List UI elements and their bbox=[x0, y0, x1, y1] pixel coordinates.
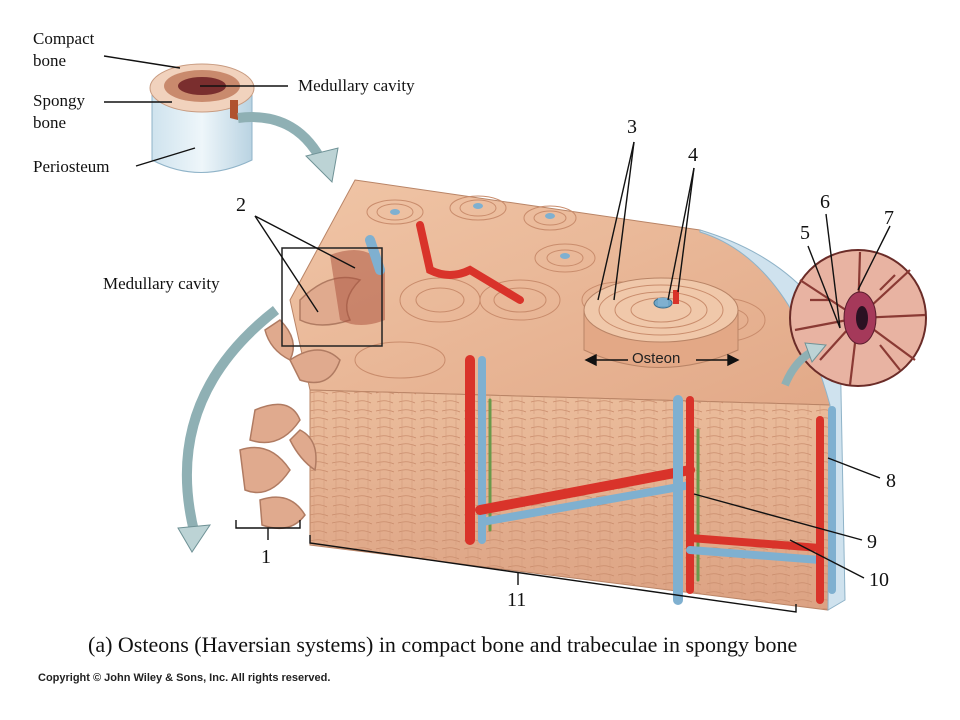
number-6: 6 bbox=[820, 191, 830, 213]
number-7: 7 bbox=[884, 207, 894, 229]
leader-lines bbox=[103, 55, 891, 613]
zoom-arrow-right-head bbox=[804, 342, 827, 363]
zoom-arrow-left-head bbox=[177, 524, 211, 553]
figure-caption: (a) Osteons (Haversian systems) in compa… bbox=[88, 632, 798, 657]
zoom-arrow-top-head bbox=[305, 147, 339, 184]
number-10: 10 bbox=[869, 569, 889, 591]
number-3: 3 bbox=[627, 116, 637, 138]
number-11: 11 bbox=[507, 589, 527, 611]
label-medullary-cavity-top: Medullary cavity bbox=[298, 76, 415, 95]
number-4: 4 bbox=[688, 144, 698, 166]
osteon-arrow bbox=[584, 353, 740, 367]
copyright-notice: Copyright © John Wiley & Sons, Inc. All … bbox=[38, 672, 331, 684]
osteon-top bbox=[583, 277, 739, 343]
label-compact-bone: Compact bone bbox=[33, 29, 95, 70]
blood-vessels bbox=[365, 221, 836, 605]
bone-block bbox=[239, 179, 846, 611]
number-1: 1 bbox=[261, 546, 271, 568]
number-9: 9 bbox=[867, 531, 877, 553]
zoom-arrow-left bbox=[181, 306, 280, 537]
spongy-bone-inset-box bbox=[281, 247, 383, 347]
number-5: 5 bbox=[800, 222, 810, 244]
number-8: 8 bbox=[886, 470, 896, 492]
label-periosteum: Periosteum bbox=[33, 157, 110, 176]
label-osteon: Osteon bbox=[632, 350, 681, 367]
osteocyte-inset bbox=[789, 249, 927, 387]
number-2: 2 bbox=[236, 194, 246, 216]
label-spongy-bone: Spongy bone bbox=[33, 91, 85, 132]
label-medullary-cavity-side: Medullary cavity bbox=[103, 274, 220, 293]
